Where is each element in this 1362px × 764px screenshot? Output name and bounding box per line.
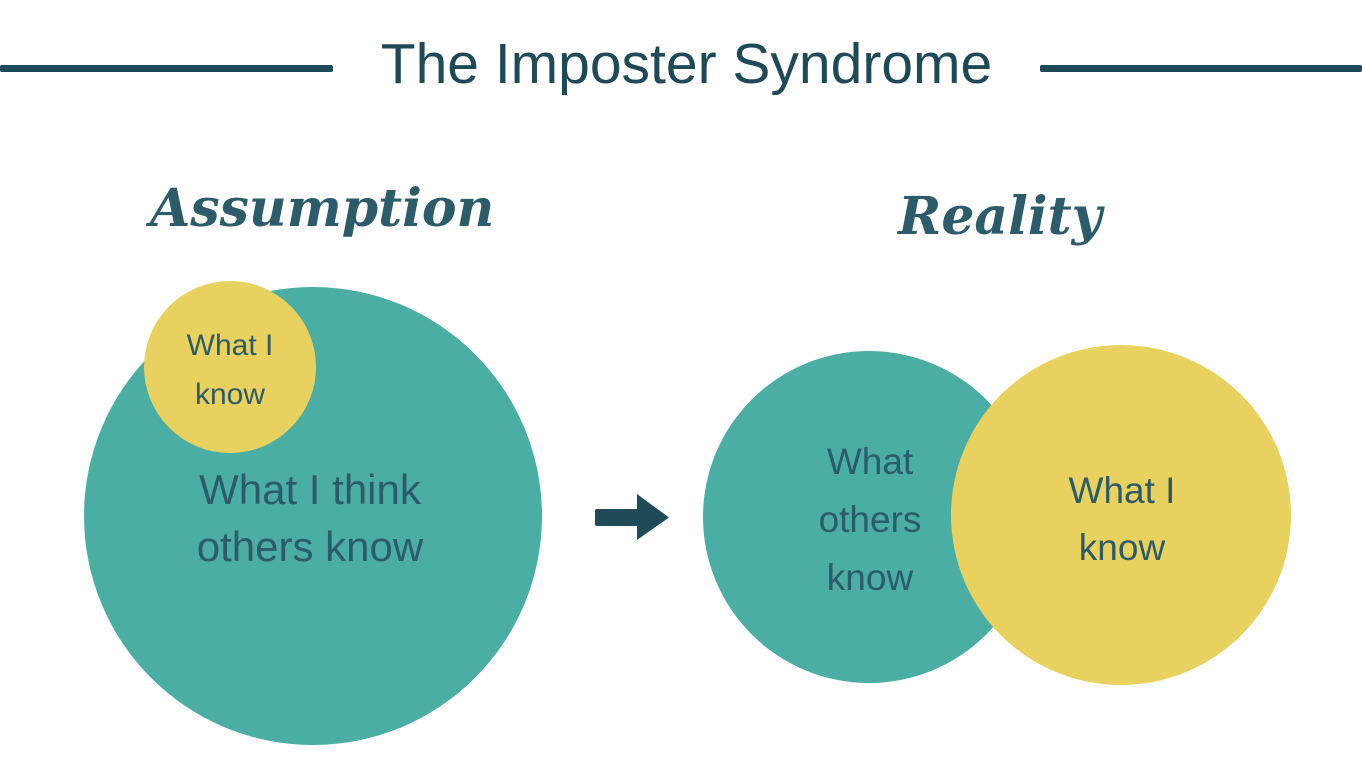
assumption-big-circle-label: What I think others know — [196, 466, 424, 570]
reality-label: Reality — [898, 186, 1102, 247]
assumption-label: Assumption — [150, 178, 495, 239]
assumption-small-yellow-circle — [144, 281, 316, 453]
title-rule-right — [1040, 65, 1362, 72]
reality-yellow-circle-label: What I know — [1068, 470, 1176, 568]
right-arrow-icon — [595, 494, 669, 540]
assumption-small-circle-label: What I know — [186, 329, 274, 411]
page-title: The Imposter Syndrome — [380, 32, 993, 96]
reality-yellow-circle — [951, 345, 1291, 685]
reality-teal-circle-label: What others know — [818, 441, 922, 598]
title-rule-left — [0, 65, 333, 72]
